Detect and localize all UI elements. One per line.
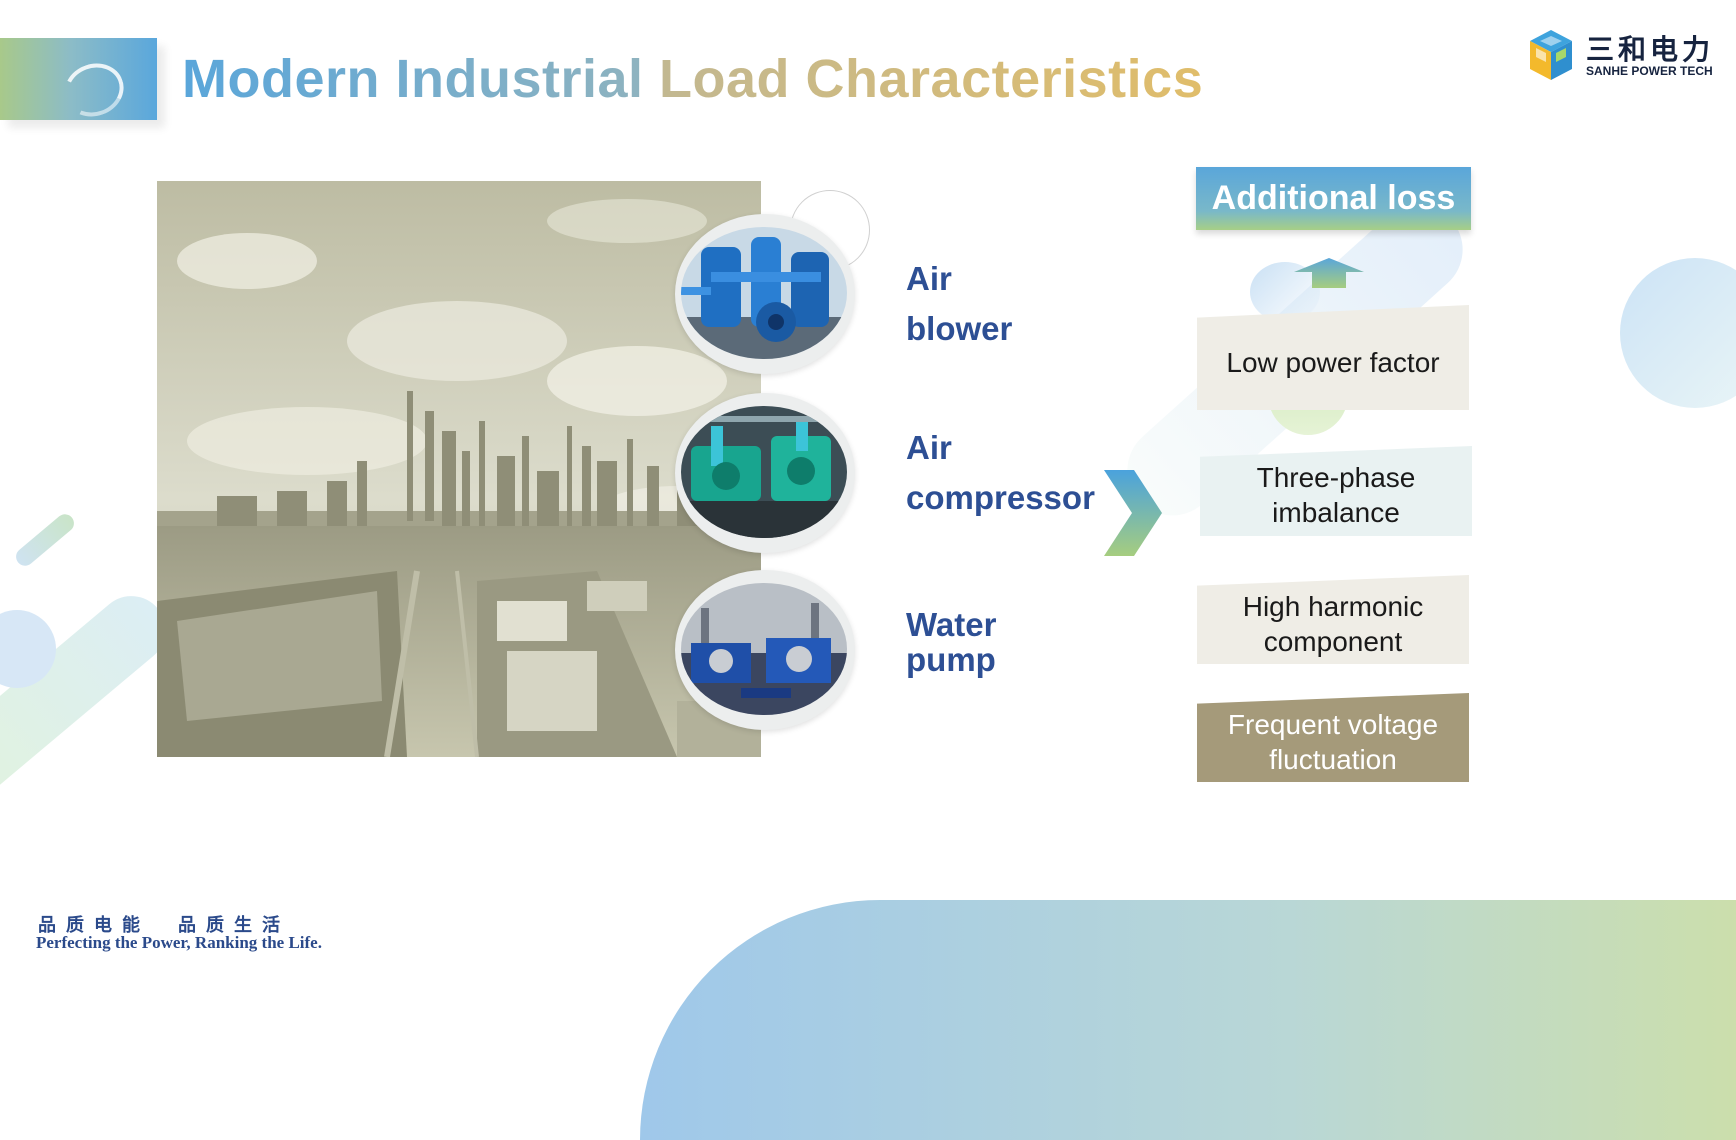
- air-blower-image-frame: [675, 214, 855, 374]
- air-compressor-image-frame: [675, 393, 855, 553]
- characteristic-text-line2: imbalance: [1272, 497, 1400, 528]
- company-logo: 三和电力 SANHE POWER TECH: [1526, 28, 1726, 84]
- equipment-label-air-blower-line1: Air: [906, 260, 952, 297]
- characteristic-text-line2: component: [1263, 625, 1403, 657]
- cube-logo-icon: [1530, 30, 1572, 80]
- title-part-b: Load Characteristics: [659, 49, 1204, 109]
- equipment-label-air-compressor-line1: Air: [906, 429, 952, 466]
- characteristic-three-phase-imbalance: Three-phase imbalance: [1200, 446, 1472, 536]
- footer-slogan-chinese: 品质电能 品质生活: [38, 915, 290, 935]
- characteristic-text-line1: Frequent voltage: [1227, 708, 1439, 740]
- air-compressor-image: [681, 406, 847, 538]
- air-blower-image: [681, 227, 847, 359]
- equipment-label-air-blower-line2: blower: [906, 310, 1013, 347]
- characteristic-text-line1: Three-phase: [1256, 462, 1416, 493]
- footer-slogan-english: Perfecting the Power, Ranking the Life.: [36, 933, 322, 952]
- logo-english-name: SANHE POWER TECH: [1586, 64, 1713, 78]
- characteristic-text: Low power factor: [1226, 347, 1440, 378]
- equipment-label-water-pump-line1: Water: [906, 606, 997, 643]
- header-accent-bar: [0, 38, 157, 120]
- arrow-up-icon: [1294, 258, 1364, 288]
- equipment-label-water-pump-line2: pump: [906, 641, 996, 678]
- page-title: Modern Industrial Load Characteristics: [182, 48, 1203, 110]
- industrial-plant-photo: [157, 181, 761, 757]
- decorative-circle: [1620, 258, 1736, 408]
- equipment-label-air-compressor-line2: compressor: [906, 479, 1095, 516]
- water-pump-image: [681, 583, 847, 715]
- characteristic-text-line1: High harmonic: [1242, 590, 1424, 622]
- logo-chinese-name: 三和电力: [1586, 34, 1715, 65]
- additional-loss-header: Additional loss: [1196, 167, 1471, 230]
- water-pump-image-frame: [675, 570, 855, 730]
- characteristic-text-line2: fluctuation: [1269, 743, 1397, 775]
- decorative-wave: [640, 900, 1736, 1140]
- chevron-right-icon: [1104, 470, 1162, 556]
- decorative-stripe: [12, 510, 78, 570]
- characteristic-low-power-factor: Low power factor: [1197, 305, 1469, 410]
- title-part-a: Modern Industrial: [182, 49, 644, 109]
